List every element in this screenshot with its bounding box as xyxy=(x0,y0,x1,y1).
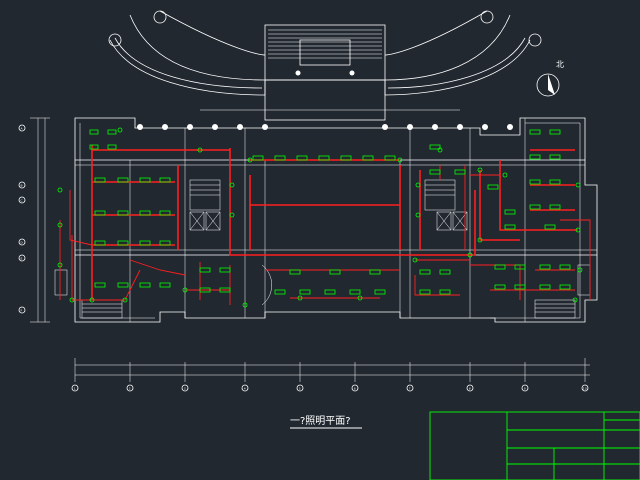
lighting-circuits xyxy=(59,145,591,305)
bottom-dimension: 1 2 3 4 5 6 7 8 9 10 xyxy=(71,358,590,392)
svg-text:C: C xyxy=(21,199,23,203)
drawing-title-text: 一?照明平面? xyxy=(290,415,351,427)
svg-text:7: 7 xyxy=(409,387,411,391)
svg-text:3: 3 xyxy=(184,387,186,391)
svg-text:9: 9 xyxy=(524,387,526,391)
svg-text:E: E xyxy=(21,257,23,261)
svg-text:1: 1 xyxy=(74,387,76,391)
svg-text:F: F xyxy=(21,309,23,313)
svg-text:A: A xyxy=(21,127,24,131)
svg-text:8: 8 xyxy=(469,387,471,391)
light-fixture-icon xyxy=(57,127,583,308)
svg-text:4: 4 xyxy=(244,387,246,391)
entrance-steps xyxy=(268,29,382,59)
svg-text:2: 2 xyxy=(129,387,131,391)
entrance-canopy xyxy=(108,10,542,121)
svg-text:5: 5 xyxy=(299,387,301,391)
north-label: 北 xyxy=(556,60,564,69)
north-arrow-icon: 北 xyxy=(536,60,564,97)
elevator-icon xyxy=(189,211,468,231)
svg-text:D: D xyxy=(21,241,24,245)
drawing-title: 一?照明平面? xyxy=(290,415,362,429)
title-block xyxy=(429,411,640,480)
svg-text:10: 10 xyxy=(583,387,587,391)
svg-text:B: B xyxy=(21,184,23,188)
left-dimension: A B C D E F xyxy=(18,117,50,323)
svg-text:6: 6 xyxy=(354,387,356,391)
stair-icon xyxy=(54,179,591,319)
outer-walls xyxy=(74,70,598,323)
